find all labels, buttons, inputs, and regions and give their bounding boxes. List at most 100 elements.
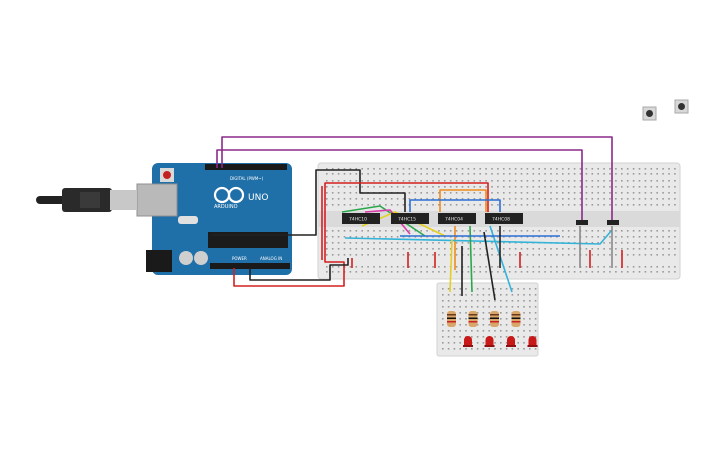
breadboard-rail-hole	[497, 271, 499, 273]
breadboard-rail-hole	[438, 173, 440, 175]
wire-green-1[interactable]	[341, 205, 426, 237]
wire-red-1[interactable]	[233, 182, 489, 287]
led-4[interactable]	[528, 336, 537, 346]
led-1[interactable]	[464, 336, 472, 346]
breadboard-hole	[414, 204, 417, 206]
small-breadboard-hole	[459, 336, 461, 338]
breadboard-hole	[385, 236, 387, 238]
breadboard-hole	[379, 198, 381, 200]
breadboard-hole	[615, 242, 617, 244]
small-breadboard-hole	[482, 312, 485, 314]
breadboard-hole	[508, 248, 511, 250]
breadboard-hole	[650, 242, 653, 244]
wire-black-2[interactable]	[249, 258, 349, 281]
breadboard-hole	[591, 192, 594, 194]
breadboard-rail-hole	[662, 173, 664, 175]
breadboard-hole	[556, 230, 558, 232]
small-breadboard-hole	[442, 342, 444, 344]
breadboard-hole	[467, 248, 470, 250]
breadboard-hole	[361, 180, 363, 182]
breadboard-hole	[426, 248, 428, 250]
breadboard-rail-hole	[615, 168, 617, 170]
digital-label: DIGITAL (PWM~)	[230, 176, 264, 181]
breadboard-hole	[591, 242, 594, 244]
pushbutton-2[interactable]	[674, 99, 689, 114]
breadboard-rail-hole	[573, 168, 576, 170]
breadboard-hole	[343, 230, 346, 232]
breadboard-rail-hole	[508, 271, 511, 273]
breadboard-rail-hole	[485, 168, 487, 170]
chip-2[interactable]: 74HC15	[391, 213, 429, 224]
breadboard-hole	[503, 230, 505, 232]
breadboard-hole	[615, 192, 617, 194]
breadboard-hole	[379, 248, 381, 250]
breadboard-hole	[461, 192, 464, 194]
wire-green-2[interactable]	[469, 225, 473, 293]
breadboard-rail-hole	[326, 266, 328, 268]
wire-orange-1[interactable]	[439, 189, 487, 212]
breadboard-hole	[626, 230, 629, 232]
breadboard-hole	[473, 198, 476, 200]
small-breadboard-hole	[447, 342, 450, 344]
breadboard-hole	[562, 254, 564, 256]
chip-1[interactable]: 74HC10	[342, 213, 380, 224]
breadboard-hole	[508, 242, 511, 244]
breadboard-hole	[662, 180, 664, 182]
breadboard-hole	[432, 192, 434, 194]
breadboard-hole	[426, 254, 428, 256]
wire-cyan-2[interactable]	[489, 225, 513, 293]
switch-1[interactable]	[576, 220, 588, 225]
breadboard-hole	[603, 192, 605, 194]
breadboard-rail-hole	[674, 266, 676, 268]
wire-blue-1[interactable]	[409, 199, 501, 212]
wire-cyan-1[interactable]	[344, 229, 613, 245]
breadboard-rail-hole	[609, 271, 611, 273]
wires[interactable]	[212, 136, 623, 301]
leds[interactable]	[463, 336, 538, 347]
breadboard-hole	[615, 204, 617, 206]
breadboard-hole	[473, 242, 476, 244]
usb-cable[interactable]	[36, 188, 136, 212]
chip-3[interactable]: 74HC04	[438, 213, 476, 224]
small-breadboard-hole	[534, 288, 537, 290]
breadboard-hole	[567, 230, 570, 232]
breadboard-hole	[514, 248, 517, 250]
logic-chips[interactable]: 74HC10 74HC15 74HC04 74HC08	[342, 213, 523, 224]
wire-black-1[interactable]	[212, 169, 406, 236]
wire-yellow-2[interactable]	[449, 239, 453, 293]
pushbutton-1[interactable]	[642, 106, 657, 121]
breadboard-hole	[632, 198, 635, 200]
led-2[interactable]	[485, 336, 494, 346]
resistors[interactable]	[447, 311, 521, 327]
breadboard-hole	[567, 236, 570, 238]
breadboard-hole	[668, 254, 670, 256]
breadboard-hole	[503, 192, 505, 194]
small-breadboard-hole	[447, 348, 450, 350]
breadboard-rail-hole	[408, 168, 411, 170]
chip-3-body	[438, 213, 476, 224]
breadboard-hole	[662, 254, 664, 256]
wire-black-4[interactable]	[483, 231, 496, 301]
breadboard-rail-hole	[473, 266, 476, 268]
breadboard-hole	[556, 186, 558, 188]
breadboard-hole	[491, 248, 493, 250]
wire-purple-top-1[interactable]	[221, 136, 613, 223]
breadboard-hole	[361, 186, 363, 188]
chip-4[interactable]: 74HC08	[485, 213, 523, 224]
led-3[interactable]	[507, 336, 515, 346]
wire-purple-top-2[interactable]	[216, 149, 583, 223]
switch-2[interactable]	[607, 220, 619, 225]
wire-pink-1[interactable]	[364, 209, 411, 235]
small-breadboard-hole	[505, 318, 508, 320]
breadboard-hole	[438, 180, 440, 182]
breadboard-hole	[514, 180, 517, 182]
breadboard-hole	[331, 192, 334, 194]
breadboard-hole	[538, 230, 540, 232]
small-breadboard-hole	[465, 288, 467, 290]
arduino-board[interactable]: ARDUINO UNO DIGITAL (PWM~) POWER ANALOG …	[136, 163, 292, 275]
breadboard-hole	[379, 180, 381, 182]
breadboard-rail-hole	[597, 266, 599, 268]
small-breadboard-hole	[453, 306, 456, 308]
breadboard-hole	[562, 192, 564, 194]
